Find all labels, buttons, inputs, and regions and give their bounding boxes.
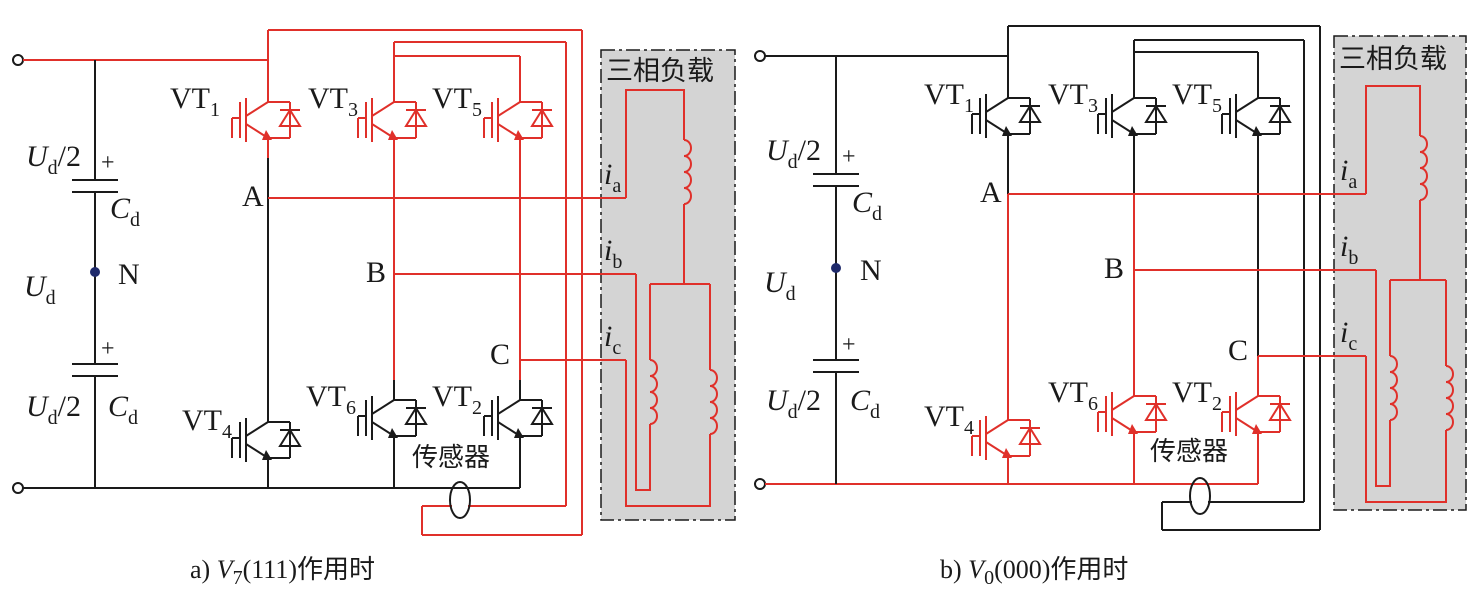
switch-vt2-b <box>1221 375 1291 453</box>
plus-top-b: + <box>842 144 856 170</box>
node-b-label-b: B <box>1104 252 1124 285</box>
ud-half-top-b: Ud/2 <box>766 134 821 173</box>
cd-bot-b: Cd <box>850 384 880 423</box>
vt2-label-a: VT2 <box>432 380 482 419</box>
switch-vt4-a <box>231 401 301 479</box>
vt5-label-a: VT5 <box>432 82 482 121</box>
vt6-label-a: VT6 <box>306 380 356 419</box>
load-box-b <box>1333 35 1467 511</box>
panel-b: 三相负载 <box>754 25 1467 589</box>
switch-vt2-a <box>483 379 553 457</box>
ib-label-a: ib <box>604 234 622 273</box>
node-a-label-b: A <box>980 176 1002 209</box>
cd-bot-a: Cd <box>108 390 138 429</box>
current-sensor-b <box>1189 477 1211 515</box>
vt3-label-b: VT3 <box>1048 78 1098 117</box>
ia-label-a: ia <box>604 158 621 197</box>
vt4-label-b: VT4 <box>924 400 974 439</box>
node-c-label-a: C <box>490 338 510 371</box>
node-n-label-b: N <box>860 254 882 287</box>
ic-label-b: ic <box>1340 316 1357 355</box>
neutral-node-a <box>90 267 100 277</box>
cd-top-a: Cd <box>110 192 140 231</box>
caption-b: b) V0(000)作用时 <box>940 555 1128 589</box>
switch-vt1-a <box>231 81 301 159</box>
load-title-a: 三相负载 <box>606 56 714 86</box>
vt4-label-a: VT4 <box>182 404 232 443</box>
node-b-label-a: B <box>366 256 386 289</box>
ib-label-b: ib <box>1340 230 1358 269</box>
vt1-label-b: VT1 <box>924 78 974 117</box>
switch-vt1-b <box>971 77 1041 155</box>
caption-a: a) V7(111)作用时 <box>190 555 375 589</box>
vt3-label-a: VT3 <box>308 82 358 121</box>
vt5-label-b: VT5 <box>1172 78 1222 117</box>
ia-label-b: ia <box>1340 154 1357 193</box>
sensor-label-a: 传感器 <box>412 443 490 472</box>
terminal-top-a <box>12 54 24 66</box>
neutral-node-b <box>831 263 841 273</box>
sensor-label-b: 传感器 <box>1150 437 1228 466</box>
switch-vt4-b <box>971 399 1041 477</box>
terminal-bottom-b <box>754 478 766 490</box>
ic-label-a: ic <box>604 320 621 359</box>
terminal-top-b <box>754 50 766 62</box>
ud-half-bot-a: Ud/2 <box>26 390 81 429</box>
node-a-label-a: A <box>242 180 264 213</box>
terminal-bottom-a <box>12 482 24 494</box>
ud-main-b: Ud <box>764 266 796 305</box>
vt2-label-b: VT2 <box>1172 376 1222 415</box>
load-title-b: 三相负载 <box>1339 44 1447 74</box>
plus-bot-b: + <box>842 332 856 358</box>
cd-top-b: Cd <box>852 186 882 225</box>
node-n-label-a: N <box>118 258 140 291</box>
node-c-label-b: C <box>1228 334 1248 367</box>
plus-bot-a: + <box>101 336 115 362</box>
ud-main-a: Ud <box>24 270 56 309</box>
ud-half-bot-b: Ud/2 <box>766 384 821 423</box>
panel-a: 三相负载 <box>12 29 736 589</box>
switch-vt5-a <box>483 81 553 159</box>
vt1-label-a: VT1 <box>170 82 220 121</box>
switch-vt3-a <box>357 81 427 159</box>
ud-half-top-a: Ud/2 <box>26 140 81 179</box>
vt6-label-b: VT6 <box>1048 376 1098 415</box>
switch-vt3-b <box>1097 77 1167 155</box>
switch-vt5-b <box>1221 77 1291 155</box>
current-sensor-a <box>449 481 471 519</box>
plus-top-a: + <box>101 150 115 176</box>
